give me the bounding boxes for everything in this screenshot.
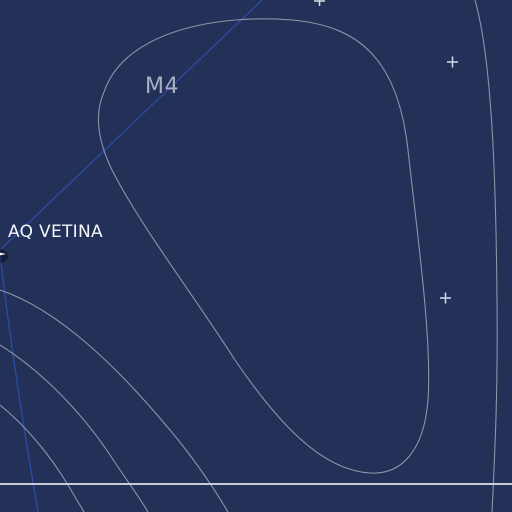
plus-icon	[440, 292, 451, 304]
route-line-vertical	[0, 254, 39, 512]
contour-line-lower-2	[0, 344, 149, 512]
plus-icon	[447, 56, 458, 68]
waypoint-marker[interactable]	[314, 0, 325, 6]
contour-line-lower-3	[0, 404, 85, 512]
plus-icon	[314, 0, 325, 6]
aircraft-marker[interactable]	[0, 248, 8, 264]
aircraft-callsign-label[interactable]: AQ VETINA	[8, 222, 103, 242]
contour-line-right	[474, 0, 498, 512]
zone-label: M4	[145, 74, 179, 99]
zone-boundary-m4[interactable]	[97, 18, 430, 474]
route-line	[0, 0, 263, 251]
waypoint-marker[interactable]	[447, 56, 458, 68]
waypoint-marker[interactable]	[440, 292, 451, 304]
aircraft-icon	[0, 248, 8, 264]
